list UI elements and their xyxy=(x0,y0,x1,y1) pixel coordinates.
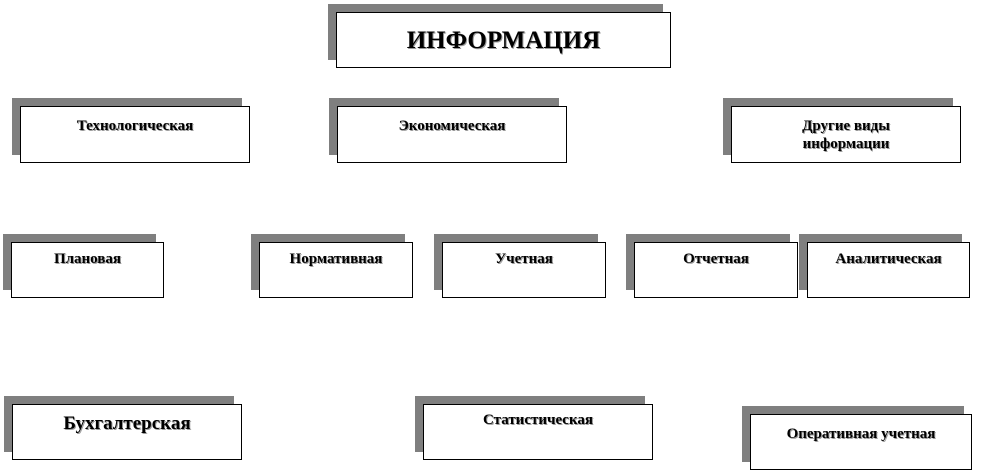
node-operational-accounting: Оперативная учетная xyxy=(742,406,972,470)
node-box: Оперативная учетная xyxy=(750,414,972,470)
node-label: Статистическая xyxy=(483,412,593,428)
node-label: Отчетная xyxy=(683,251,749,267)
root-node: ИНФОРМАЦИЯ xyxy=(328,4,671,68)
node-box: Экономическая xyxy=(337,106,567,163)
node-box: Другие виды информации xyxy=(731,106,961,163)
node-box: Статистическая xyxy=(423,404,653,460)
root-label: ИНФОРМАЦИЯ xyxy=(406,27,601,54)
node-label: Оперативная учетная xyxy=(786,426,936,442)
node-label: Технологическая xyxy=(76,118,194,134)
node-label: Экономическая xyxy=(398,118,506,134)
node-box: Учетная xyxy=(442,242,606,298)
root-box: ИНФОРМАЦИЯ xyxy=(336,12,671,68)
node-planned: Плановая xyxy=(3,234,164,298)
node-label: Другие виды информации xyxy=(802,118,890,152)
node-other-types: Другие виды информации xyxy=(723,98,961,163)
node-reporting: Отчетная xyxy=(626,234,798,298)
node-box: Отчетная xyxy=(634,242,798,298)
node-box: Плановая xyxy=(11,242,164,298)
node-technological: Технологическая xyxy=(12,98,250,163)
node-label: Аналитическая xyxy=(835,251,942,267)
node-box: Нормативная xyxy=(259,242,413,298)
node-box: Технологическая xyxy=(20,106,250,163)
node-label: Нормативная xyxy=(289,251,383,267)
node-economic: Экономическая xyxy=(329,98,567,163)
node-label: Учетная xyxy=(495,251,553,267)
node-normative: Нормативная xyxy=(251,234,413,298)
node-box: Бухгалтерская xyxy=(12,404,242,460)
node-label: Плановая xyxy=(53,251,122,267)
node-box: Аналитическая xyxy=(807,242,970,298)
node-bookkeeping: Бухгалтерская xyxy=(4,396,242,460)
node-analytical: Аналитическая xyxy=(799,234,970,298)
node-statistical: Статистическая xyxy=(415,396,653,460)
node-label: Бухгалтерская xyxy=(63,413,191,434)
node-accounting: Учетная xyxy=(434,234,606,298)
